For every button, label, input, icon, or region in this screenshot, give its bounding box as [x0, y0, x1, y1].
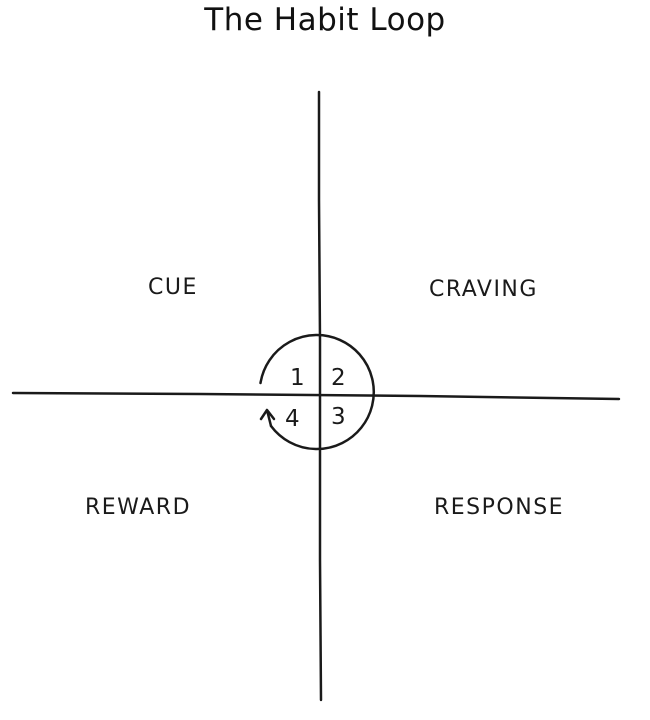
vertical-axis [317, 90, 323, 702]
quadrant-label-craving: CRAVING [429, 277, 538, 302]
step-number-1: 1 [290, 365, 305, 391]
step-number-4: 4 [285, 406, 300, 432]
loop-arrow-icon [259, 408, 276, 428]
quadrant-label-response: RESPONSE [434, 495, 564, 520]
step-number-3: 3 [331, 404, 346, 430]
quadrant-label-reward: REWARD [85, 495, 191, 520]
horizontal-axis [11, 391, 621, 401]
step-number-2: 2 [331, 365, 346, 391]
loop-circle [259, 333, 376, 451]
diagram-title: The Habit Loop [204, 2, 446, 38]
quadrant-label-cue: CUE [148, 275, 198, 300]
